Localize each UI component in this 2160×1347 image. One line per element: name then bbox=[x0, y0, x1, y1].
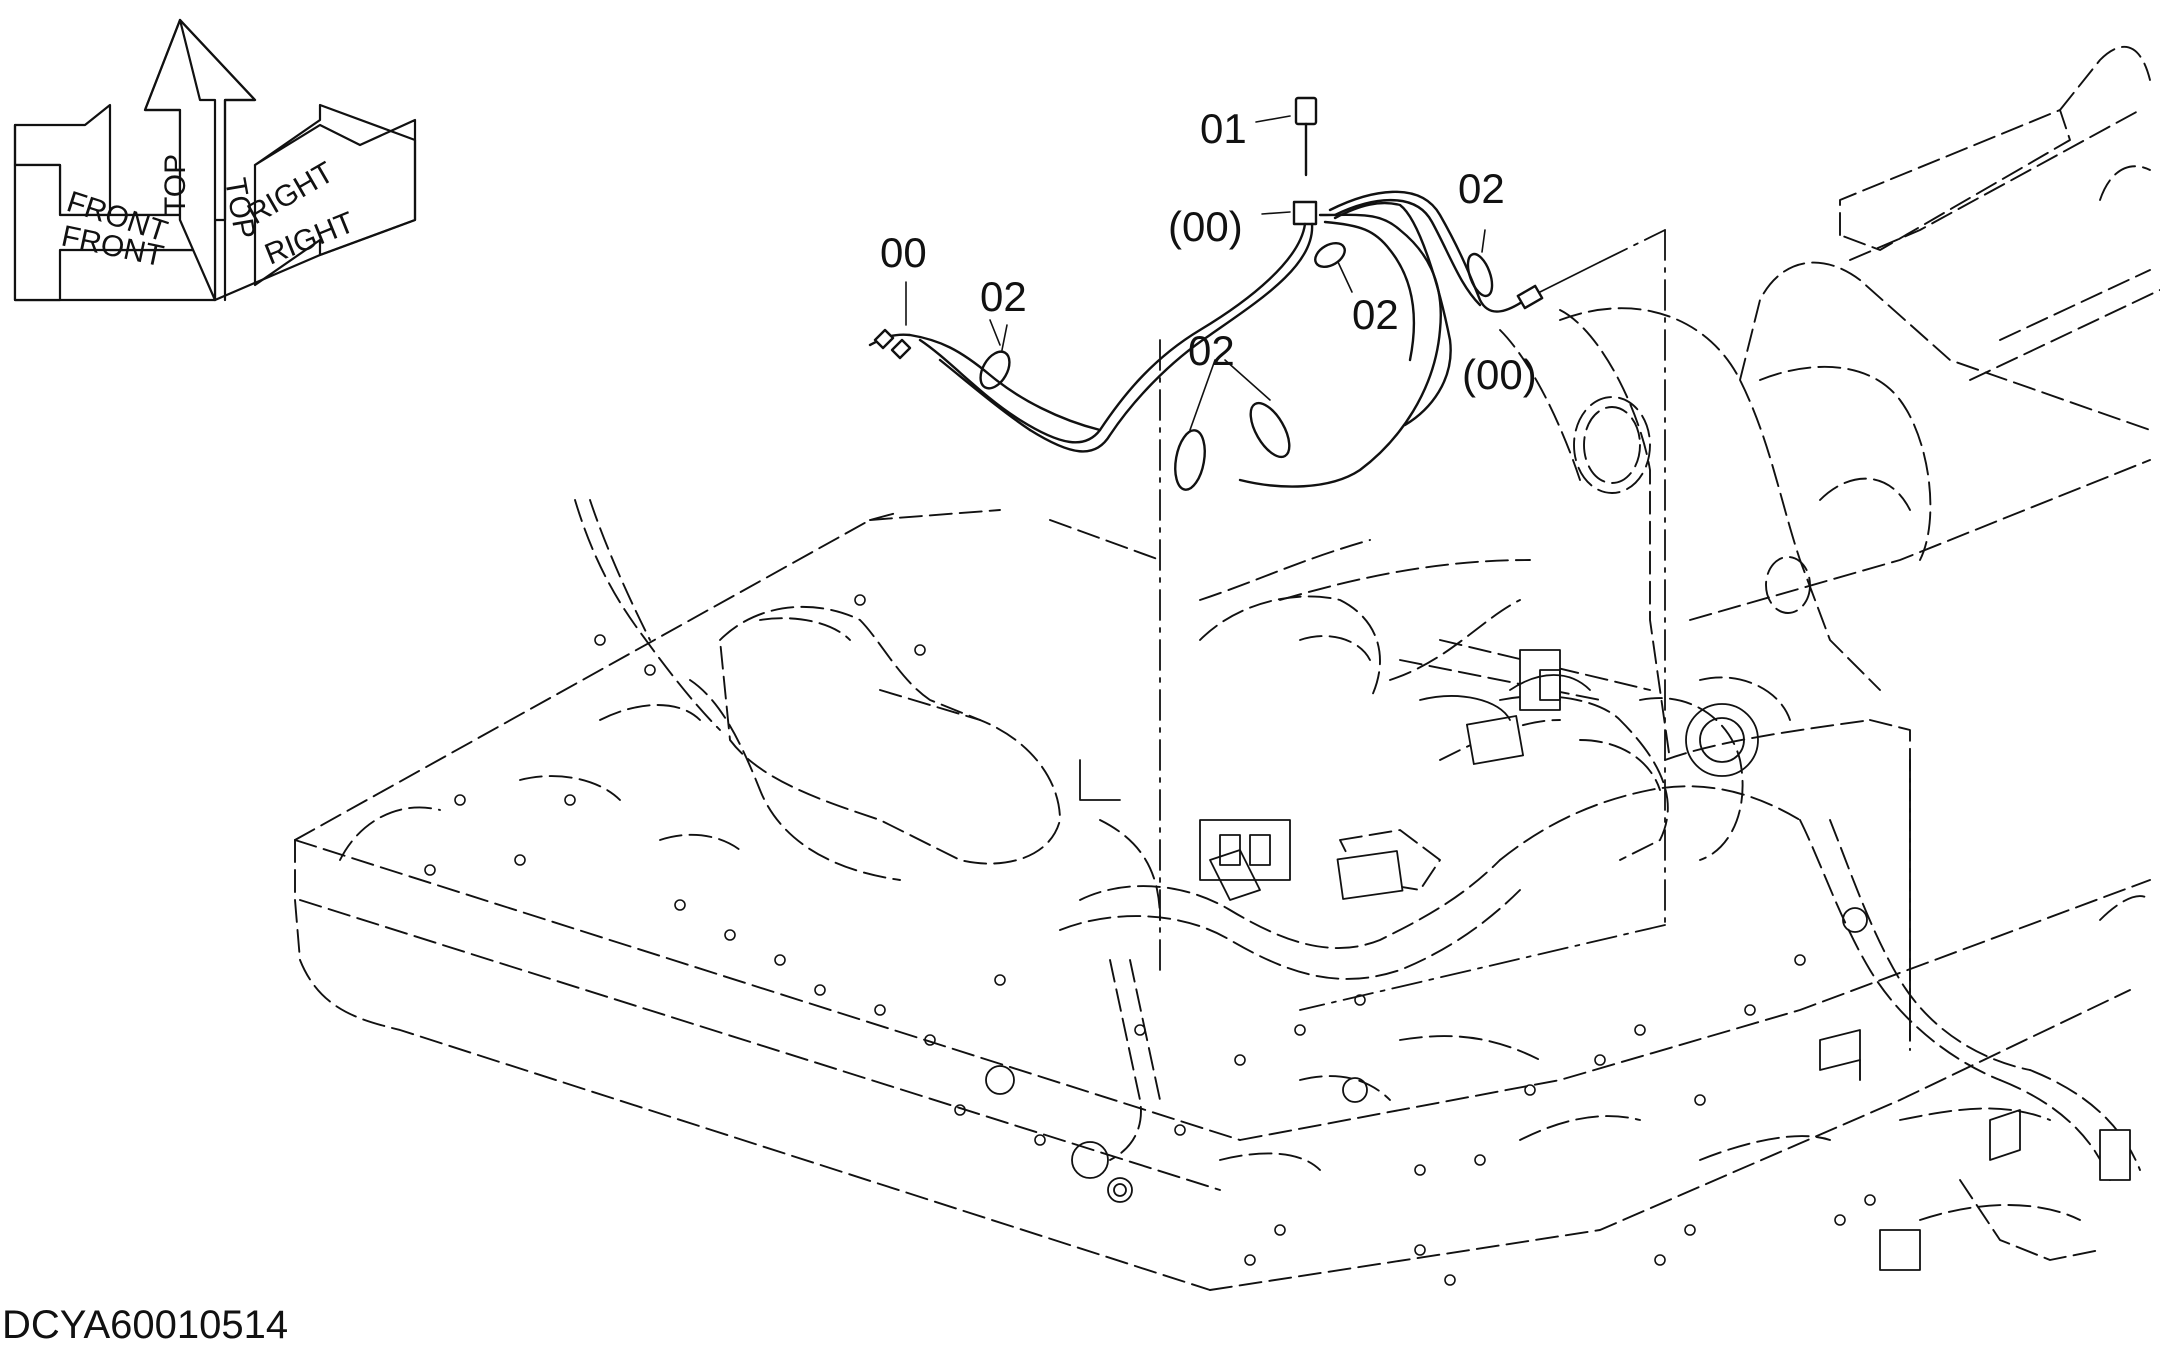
callout-02-center: 02 bbox=[1188, 327, 1235, 374]
orientation-icon bbox=[13, 18, 417, 302]
drawing-code: DCYA60010514 bbox=[2, 1303, 289, 1347]
callout-02-left: 02 bbox=[980, 273, 1027, 320]
wire-harness bbox=[868, 96, 1601, 491]
callout-00-left: 00 bbox=[880, 229, 927, 276]
components bbox=[985, 649, 2131, 1271]
top-label-left: TOP bbox=[159, 154, 192, 215]
callout-02-upper-right: 02 bbox=[1458, 165, 1505, 212]
callout-00-top: (00) bbox=[1168, 203, 1243, 250]
bolt-holes bbox=[424, 594, 1876, 1286]
relay-part-01 bbox=[1294, 96, 1318, 126]
callout-02-center-right: 02 bbox=[1352, 291, 1399, 338]
callout-00-right: (00) bbox=[1462, 351, 1537, 398]
callout-01: 01 bbox=[1200, 105, 1247, 152]
upper-frame bbox=[294, 45, 2160, 1291]
